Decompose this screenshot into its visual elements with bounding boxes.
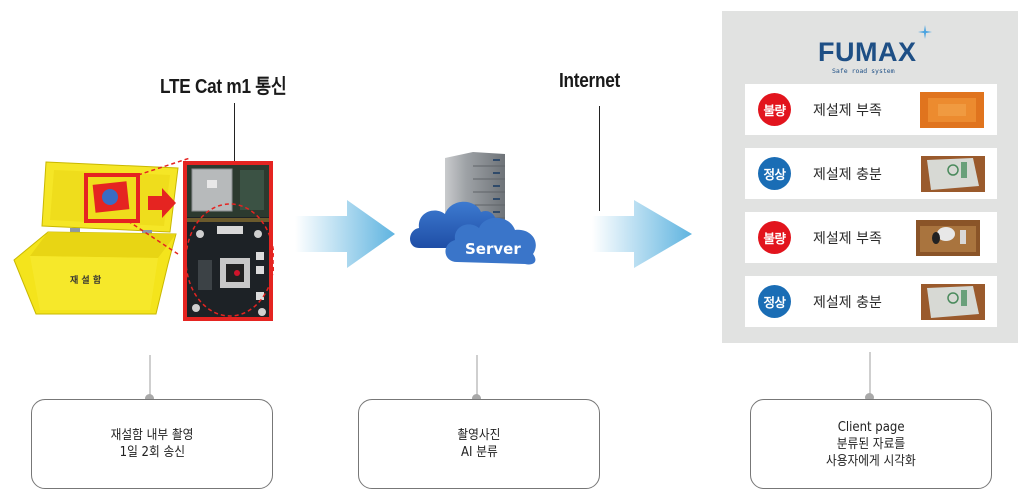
status-text: 제설제 부족 (813, 103, 882, 119)
lte-connector-line (234, 103, 235, 161)
caption-line: AI 분류 (460, 445, 498, 460)
caption-connector-dot (472, 394, 481, 403)
caption-line: 촬영사진 (457, 428, 501, 443)
fumax-logo: FUMAX Safe road system (818, 25, 932, 77)
caption-line: Client page (837, 419, 905, 435)
status-badge-good: 정상 (758, 157, 791, 190)
brand-tagline: Safe road system (832, 67, 895, 75)
client-page-panel: FUMAX Safe road system 불량 제설제 부족 정상 제설제 … (722, 11, 1018, 343)
status-row[interactable]: 불량 제설제 부족 (745, 84, 997, 135)
caption-client: Client page 분류된 자료를 사용자에게 시각화 (750, 399, 992, 489)
caption-connector-line (476, 355, 478, 397)
box-label: 재 설 함 (70, 274, 102, 286)
status-badge-bad: 불량 (758, 93, 791, 126)
flow-arrow-server-to-client (592, 200, 692, 268)
status-badge-bad: 불량 (758, 221, 791, 254)
caption-connector-dot (865, 393, 874, 402)
caption-line: 사용자에게 시각화 (826, 453, 916, 469)
status-row[interactable]: 정상 제설제 충분 (745, 148, 997, 199)
cloud-icon (445, 217, 536, 265)
thumbnail-sparse-box (916, 220, 980, 256)
caption-server: 촬영사진 AI 분류 (358, 399, 600, 489)
thumbnail-empty-box (920, 92, 984, 128)
caption-connector-dot (145, 394, 154, 403)
server-label: Server (465, 240, 521, 258)
caption-line: 분류된 자료를 (836, 436, 906, 452)
caption-connector-line (149, 355, 151, 397)
status-row[interactable]: 정상 제설제 충분 (745, 276, 997, 327)
status-text: 제설제 충분 (813, 295, 882, 311)
lte-heading: LTE Cat m1 통신 (160, 76, 287, 98)
internet-heading: Internet (559, 70, 621, 92)
sparkle-icon (918, 25, 932, 39)
lte-module-board (183, 161, 274, 321)
camera-lens (102, 189, 118, 205)
internet-connector-line (599, 106, 600, 211)
caption-line: 재설함 내부 촬영 (110, 428, 194, 443)
server-cloud-illustration: Server (410, 152, 536, 265)
thumbnail-filled-bags (921, 284, 985, 320)
status-text: 제설제 충분 (813, 167, 882, 183)
camera-highlight-frame (84, 173, 140, 223)
salt-box-illustration: 재 설 함 (13, 157, 190, 315)
flow-arrow-device-to-server (295, 200, 395, 268)
status-badge-good: 정상 (758, 285, 791, 318)
caption-device: 재설함 내부 촬영 1일 2회 송신 (31, 399, 273, 489)
caption-line: 1일 2회 송신 (119, 445, 185, 460)
caption-connector-line (869, 352, 871, 396)
brand-name: FUMAX (818, 37, 917, 67)
red-arrow-icon (148, 188, 176, 218)
status-text: 제설제 부족 (813, 231, 882, 247)
status-row[interactable]: 불량 제설제 부족 (745, 212, 997, 263)
thumbnail-filled-bags (921, 156, 985, 192)
